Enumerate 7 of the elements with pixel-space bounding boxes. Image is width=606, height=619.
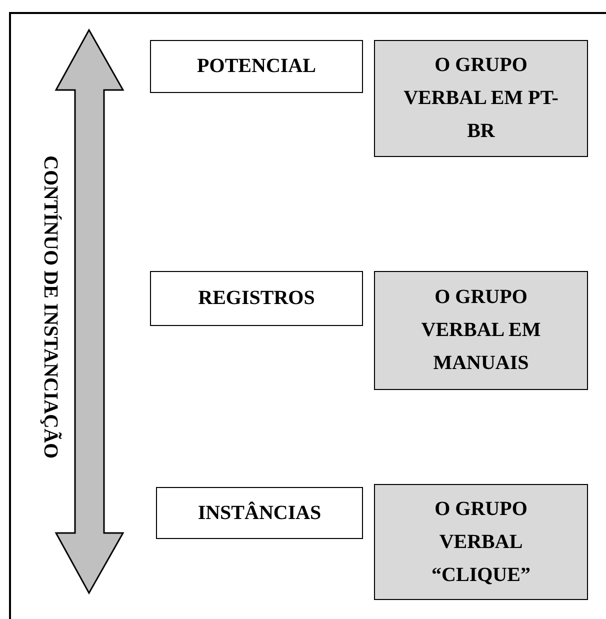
shaded-box: O GRUPO VERBAL EM PT-BR bbox=[374, 40, 588, 157]
level-box: POTENCIAL bbox=[150, 40, 363, 93]
shaded-box: O GRUPO VERBAL “CLIQUE” bbox=[374, 484, 588, 600]
shaded-box: O GRUPO VERBAL EM MANUAIS bbox=[374, 271, 588, 390]
level-box: INSTÂNCIAS bbox=[156, 487, 363, 539]
axis-label: CONTÍNUO DE INSTANCIAÇÃO bbox=[38, 156, 62, 458]
level-box: REGISTROS bbox=[150, 271, 363, 326]
